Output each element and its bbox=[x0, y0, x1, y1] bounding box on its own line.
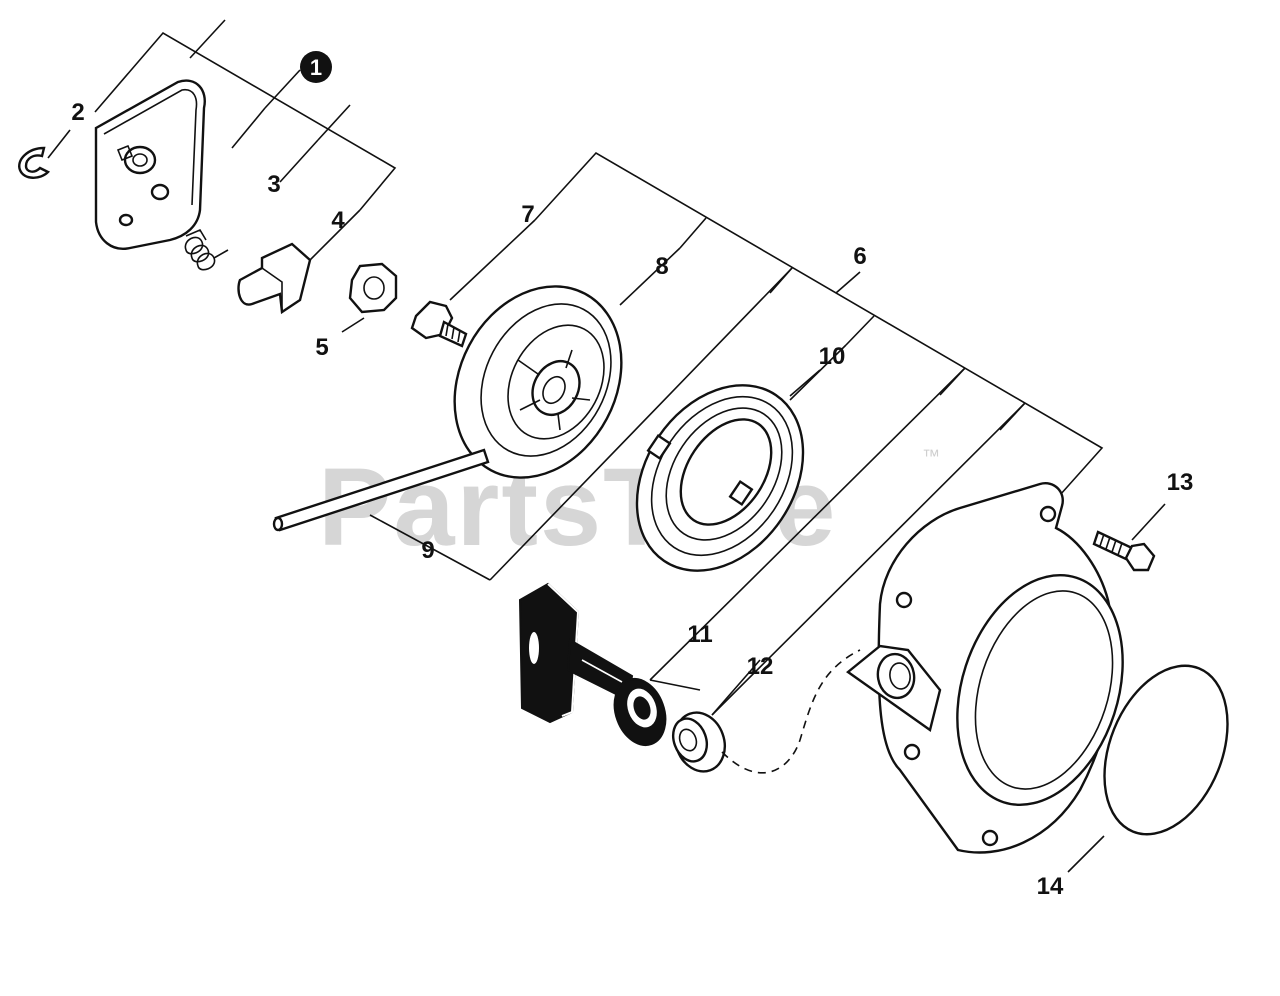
part-rope-reel bbox=[453, 285, 623, 479]
callout-2: 2 bbox=[71, 99, 84, 126]
part-starter-rope bbox=[272, 448, 490, 532]
callout-10: 10 bbox=[819, 343, 846, 370]
part-nut bbox=[341, 262, 398, 333]
group-bracket-starter-assembly bbox=[369, 151, 1104, 716]
callout-6: 6 bbox=[853, 243, 866, 270]
callout-5: 5 bbox=[315, 334, 328, 361]
part-pawl-spring bbox=[184, 228, 229, 271]
part-starter-handle bbox=[518, 582, 667, 746]
callout-14: 14 bbox=[1037, 873, 1064, 900]
callout-8: 8 bbox=[655, 253, 668, 280]
part-pawl-plate bbox=[94, 79, 206, 250]
callout-3: 3 bbox=[267, 171, 280, 198]
callout-4: 4 bbox=[331, 207, 345, 234]
part-pawl bbox=[237, 242, 312, 315]
part-mounting-bolt bbox=[1092, 503, 1166, 572]
callout-9: 9 bbox=[421, 537, 434, 564]
watermark: PartsTree ™ bbox=[318, 446, 940, 569]
part-starter-case bbox=[846, 482, 1124, 854]
part-screw bbox=[410, 300, 468, 348]
part-e-clip bbox=[18, 129, 71, 179]
watermark-trademark: ™ bbox=[922, 446, 940, 466]
part-case-gasket bbox=[1067, 664, 1229, 873]
part-recoil-spring bbox=[635, 369, 821, 572]
callout-marker-1 bbox=[300, 51, 332, 83]
part-rope-guide-bushing bbox=[671, 649, 861, 774]
callout-leader-lines bbox=[649, 659, 761, 716]
callout-1: 1 bbox=[310, 55, 322, 80]
callout-labels: 1 2 3 4 5 6 7 8 9 10 11 12 13 14 bbox=[71, 51, 1193, 900]
callout-13: 13 bbox=[1167, 469, 1194, 496]
callout-12: 12 bbox=[747, 653, 774, 680]
callout-7: 7 bbox=[521, 201, 534, 228]
callout-11: 11 bbox=[687, 621, 712, 648]
